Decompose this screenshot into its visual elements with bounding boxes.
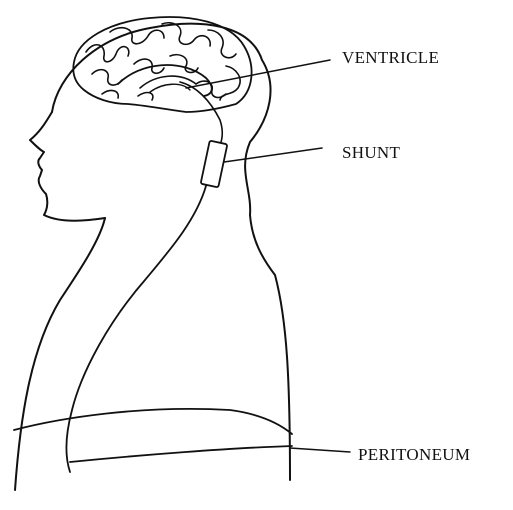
label-ventricle: VENTRICLE <box>342 48 439 68</box>
ventricle-arc <box>140 76 196 88</box>
leader-line-shunt <box>224 148 322 162</box>
shunt-valve <box>201 141 228 188</box>
neck-front <box>15 218 105 490</box>
abdomen-line-lower <box>70 446 292 462</box>
label-shunt: SHUNT <box>342 143 400 163</box>
ventricular-catheter <box>180 82 222 145</box>
leader-line-ventricle <box>186 60 330 88</box>
label-peritoneum: PERITONEUM <box>358 445 470 465</box>
face-profile <box>30 112 105 221</box>
ventricle-arc-inner <box>150 84 190 92</box>
abdomen-line-upper <box>14 409 292 434</box>
brain-gyri <box>86 23 240 100</box>
leader-line-peritoneum <box>290 448 350 452</box>
distal-catheter <box>67 186 207 472</box>
